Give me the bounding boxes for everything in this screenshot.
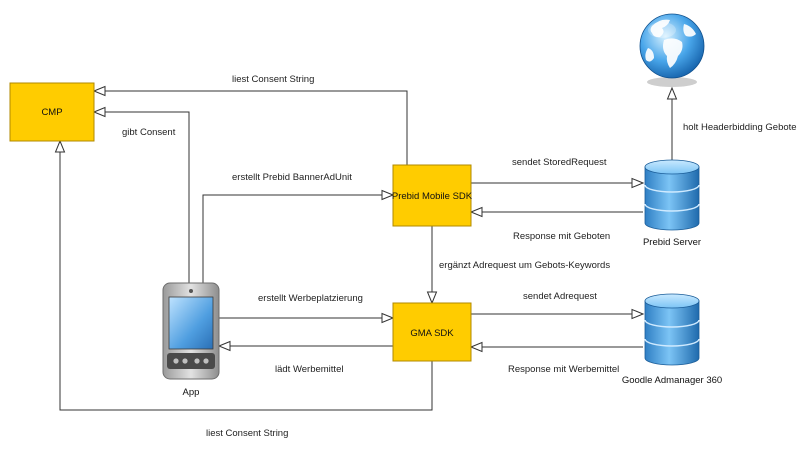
node-admanager[interactable]: Goodle Admanager 360 [622,293,722,386]
open-arrowhead [217,340,231,352]
edge-label-app-to-prebid: erstellt Prebid BannerAdUnit [232,172,352,183]
node-app[interactable]: App [162,282,220,398]
node-prebid-mobile-sdk-label: Prebid Mobile SDK [392,191,473,202]
edge-admanager-to-gma [469,341,643,353]
edge-prebid-to-cmp [92,85,408,165]
node-internet[interactable] [639,13,705,87]
node-app-label: App [183,387,200,398]
edge-label-prebid-to-gma: ergänzt Adrequest um Gebots-Keywords [439,260,610,271]
node-gma-sdk[interactable]: GMA SDK [392,302,472,362]
edge-label-app-to-cmp: gibt Consent [122,127,176,138]
node-prebid-mobile-sdk[interactable]: Prebid Mobile SDK [392,164,473,227]
edge-server-to-prebid [469,206,643,218]
edge-prebid-to-server [471,177,645,189]
node-prebid-server[interactable]: Prebid Server [643,159,701,248]
node-prebid-server-label: Prebid Server [643,237,701,248]
edge-label-prebid-to-server: sendet StoredRequest [512,157,607,168]
open-arrowhead [469,206,483,218]
database-icon [644,293,700,366]
edge-label-server-to-internet: holt Headerbidding Gebote [683,122,797,133]
node-gma-sdk-label: GMA SDK [410,328,454,339]
edge-label-server-to-prebid: Response mit Geboten [513,231,610,242]
database-icon [644,159,700,231]
open-arrowhead [92,85,106,97]
edge-app-to-cmp [92,106,190,283]
node-cmp-label: CMP [41,107,62,118]
edge-app-to-gma [219,312,395,324]
smartphone-icon [162,282,220,380]
open-arrowhead [631,308,645,320]
edge-label-gma-to-cmp: liest Consent String [206,428,288,439]
open-arrowhead [426,291,438,305]
open-arrowhead [631,177,645,189]
open-arrowhead [381,189,395,201]
open-arrowhead [381,312,395,324]
edge-label-admanager-to-gma: Response mit Werbemittel [508,364,619,375]
edge-gma-to-cmp [54,139,433,411]
edge-label-prebid-to-cmp: liest Consent String [232,74,314,85]
edge-gma-to-app [217,340,393,352]
edge-label-gma-to-admanager: sendet Adrequest [523,291,597,302]
node-cmp[interactable]: CMP [9,82,95,142]
edge-app-to-prebid [202,189,395,283]
node-admanager-label: Goodle Admanager 360 [622,375,722,386]
globe-icon [639,13,705,87]
edge-label-gma-to-app: lädt Werbemittel [275,364,343,375]
open-arrowhead [469,341,483,353]
open-arrowhead [92,106,106,118]
edge-gma-to-admanager [471,308,645,320]
edge-server-to-internet [666,86,678,160]
edge-prebid-to-gma [426,226,438,305]
open-arrowhead [666,86,678,100]
open-arrowhead [54,139,66,153]
edge-label-app-to-gma: erstellt Werbeplatzierung [258,293,363,304]
